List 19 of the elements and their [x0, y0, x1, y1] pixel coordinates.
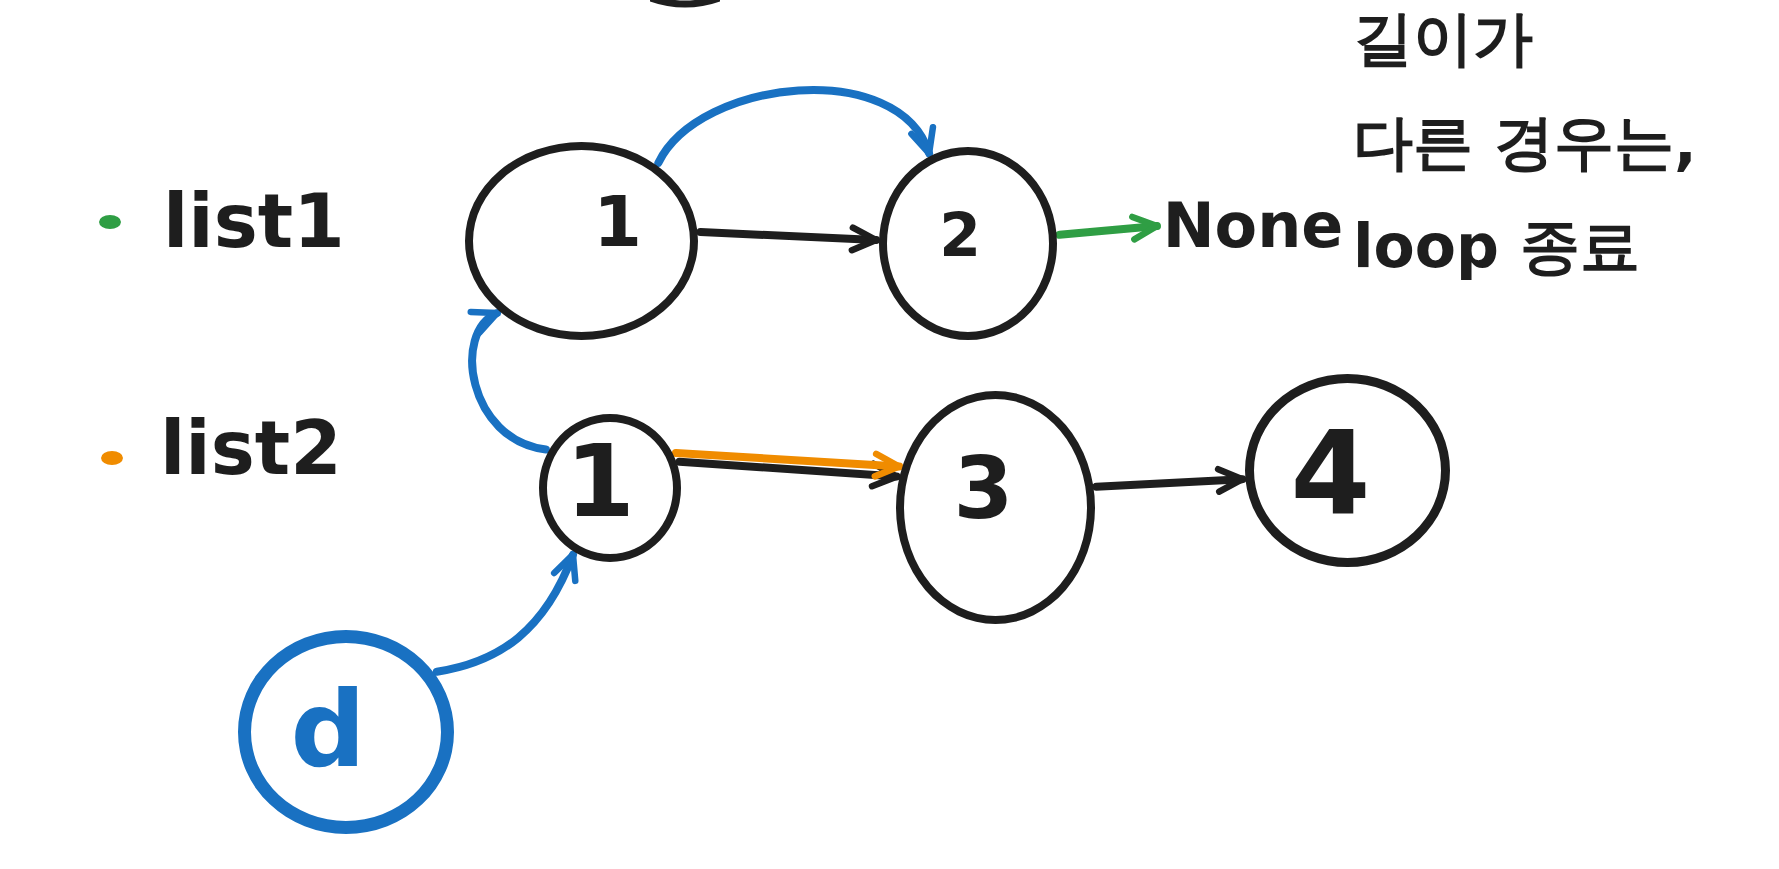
node-circle: 3 — [896, 391, 1095, 624]
legend-label: list1 — [163, 184, 345, 258]
circle-outline — [650, 0, 720, 8]
node-circle: 1 — [539, 414, 681, 562]
node-circle: 4 — [1245, 374, 1450, 567]
note-text: 길이가 다른 경우는, loop 종료 — [1353, 2, 1698, 283]
node-circle: 2 — [879, 147, 1057, 340]
arrow — [671, 449, 904, 480]
arrow — [1055, 213, 1161, 243]
curved-arrow — [467, 309, 550, 454]
arrow — [675, 457, 901, 490]
curved-arrow — [432, 550, 578, 676]
end-label: None — [1160, 188, 1346, 264]
node-circle: 1 — [465, 142, 698, 340]
curved-arrow — [654, 86, 934, 167]
arrow — [1092, 465, 1247, 495]
arrow — [696, 224, 881, 254]
legend-label: list2 — [160, 411, 342, 485]
node-circle: d — [238, 630, 454, 834]
